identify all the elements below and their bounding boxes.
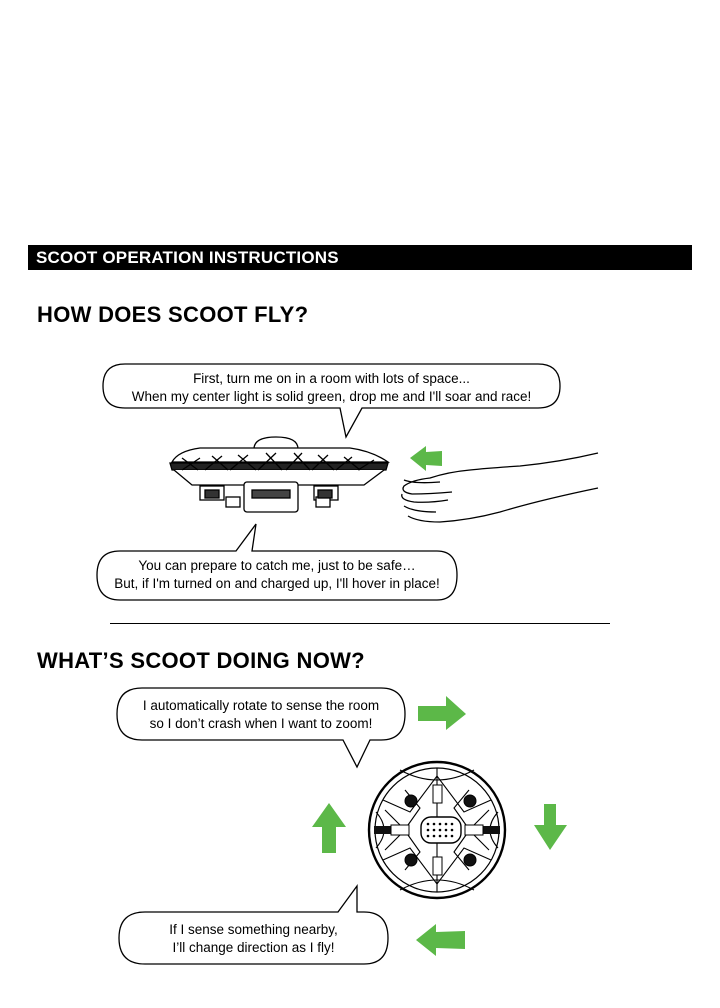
heading-how-does-scoot-fly: HOW DOES SCOOT FLY? — [37, 302, 309, 327]
hand-icon — [401, 452, 599, 523]
speech-bubble-doing-top — [116, 687, 406, 769]
speech-bubble-fly-top — [102, 363, 561, 439]
doing-top-line-1: I automatically rotate to sense the room — [142, 698, 380, 713]
fly-bottom-text: You can prepare to catch me, just to be … — [97, 557, 457, 593]
fly-top-text: First, turn me on in a room with lots of… — [103, 370, 560, 406]
arrow-icon-up — [312, 803, 346, 853]
heading-whats-scoot-doing: WHAT’S SCOOT DOING NOW? — [37, 648, 365, 673]
drone-top-icon — [367, 760, 507, 900]
fly-bottom-line-2: But, if I'm turned on and charged up, I'… — [114, 576, 440, 591]
arrow-icon-left — [416, 924, 465, 956]
doing-bottom-line-1: If I sense something nearby, — [169, 922, 338, 937]
fly-bottom-line-1: You can prepare to catch me, just to be … — [138, 558, 416, 573]
arrow-icon-right — [418, 696, 466, 730]
doing-bottom-line-2: I’ll change direction as I fly! — [172, 940, 335, 955]
doing-top-line-2: so I don’t crash when I want to zoom! — [149, 716, 373, 731]
doing-bottom-text: If I sense something nearby, I’ll change… — [119, 921, 388, 957]
speech-bubble-fly-bottom — [96, 523, 458, 601]
divider — [110, 623, 610, 624]
fly-top-line-2: When my center light is solid green, dro… — [131, 389, 532, 404]
speech-bubble-doing-bottom — [118, 884, 389, 965]
arrow-icon-down — [534, 804, 567, 850]
drone-side-icon — [169, 436, 391, 513]
arrow-icon-left-fly — [410, 446, 442, 471]
section-title-bar: SCOOT OPERATION INSTRUCTIONS — [28, 245, 692, 270]
doing-top-text: I automatically rotate to sense the room… — [117, 697, 405, 733]
fly-top-line-1: First, turn me on in a room with lots of… — [193, 371, 470, 386]
